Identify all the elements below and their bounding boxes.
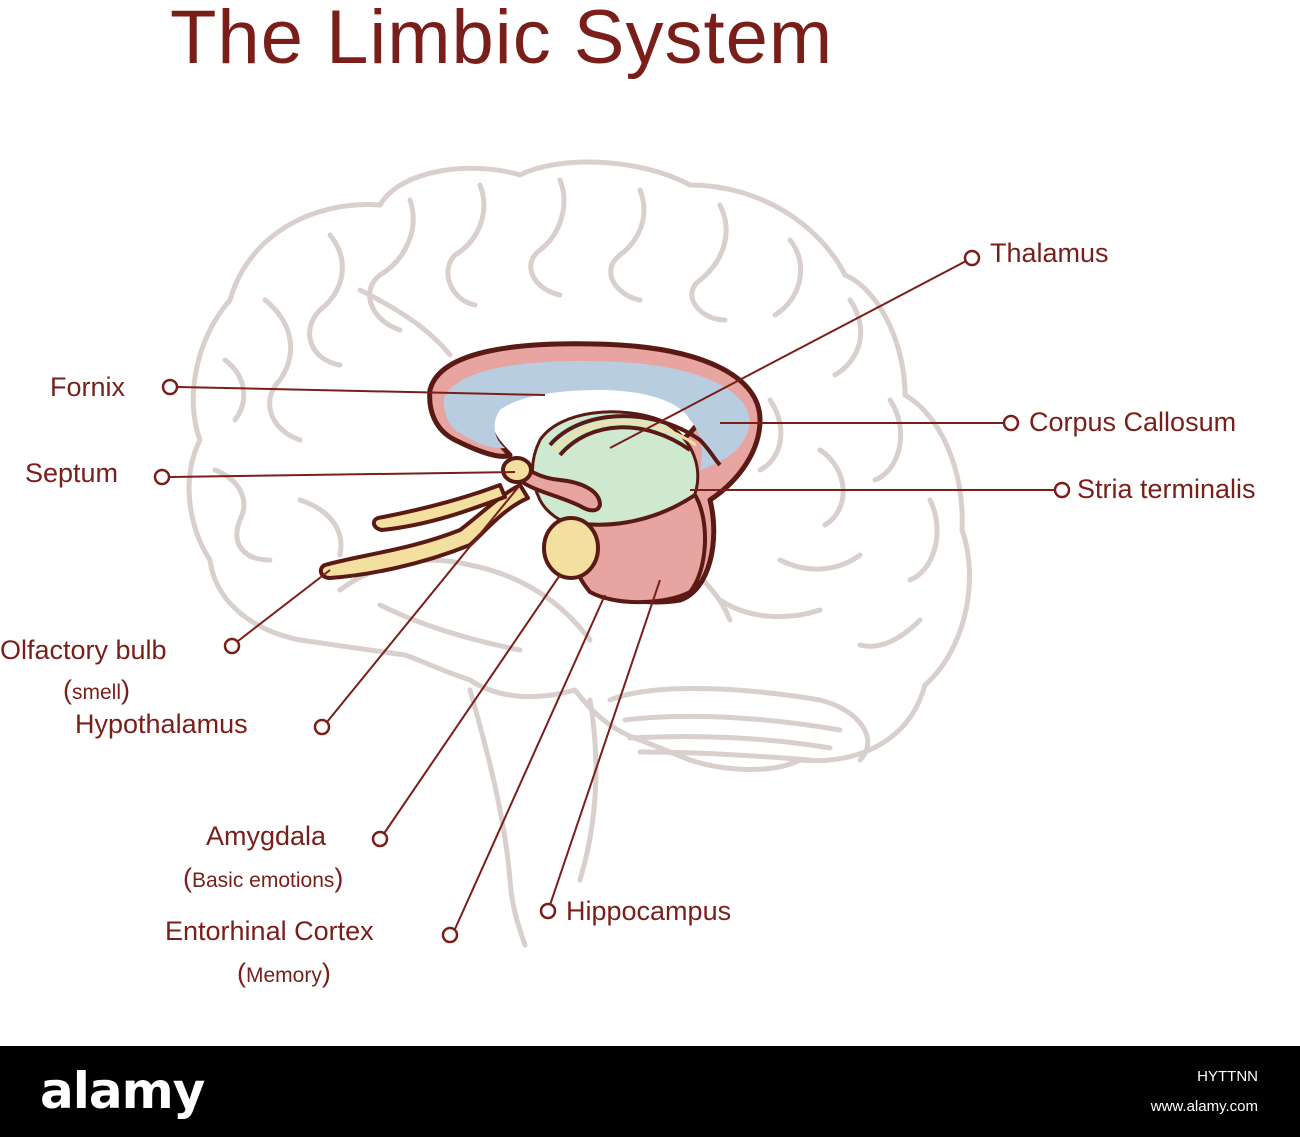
marker-hypothalamus [313, 718, 331, 736]
marker-fornix [161, 378, 179, 396]
label-markers [153, 249, 1071, 944]
stria-fibers [553, 420, 697, 451]
leader-fornix [177, 386, 546, 396]
label-entorhinal-cortex-note: (Memory) [237, 958, 331, 988]
label-septum: Septum [25, 458, 119, 488]
footer-url: www.alamy.com [1150, 1098, 1258, 1115]
leader-hypothalamus [326, 484, 521, 723]
leader-olfactory-bulb [237, 569, 331, 642]
leader-entorhinal-cortex [454, 594, 606, 930]
alamy-logo: alamy [40, 1062, 205, 1120]
label-fornix: Fornix [50, 372, 126, 402]
page-title: The Limbic System [170, 0, 834, 80]
hippocampus-shape [557, 492, 708, 605]
marker-septum [153, 468, 171, 486]
label-entorhinal-cortex: Entorhinal Cortex [165, 916, 374, 946]
leader-amygdala [382, 574, 561, 836]
label-amygdala: Amygdala [206, 821, 327, 851]
marker-entorhinal-cortex [441, 926, 459, 944]
label-olfactory-bulb-note: (smell) [63, 675, 131, 705]
limbic-system-diagram [153, 159, 1071, 948]
label-stria-terminalis: Stria terminalis [1077, 474, 1256, 504]
note-smell: smell [72, 681, 122, 704]
marker-olfactory-bulb [223, 637, 241, 655]
marker-stria-terminalis [1053, 481, 1071, 499]
olfactory-tract [318, 456, 533, 580]
note-memory: Memory [246, 964, 322, 987]
image-id: HYTTNN [1197, 1068, 1258, 1085]
footer-bar: alamy HYTTNN www.alamy.com [0, 1046, 1300, 1137]
label-hypothalamus: Hypothalamus [75, 709, 248, 739]
septum-shape [518, 458, 603, 513]
leader-hippocampus [549, 579, 661, 906]
label-amygdala-note: (Basic emotions) [183, 863, 344, 893]
leader-thalamus [609, 259, 969, 449]
leader-lines [169, 259, 1055, 930]
ventricle-shape [443, 360, 750, 470]
label-hippocampus: Hippocampus [566, 896, 732, 926]
label-olfactory-bulb: Olfactory bulb [0, 635, 167, 665]
marker-hippocampus [539, 902, 557, 920]
marker-corpus-callosum [1002, 414, 1020, 432]
label-corpus-callosum: Corpus Callosum [1029, 407, 1237, 437]
marker-thalamus [963, 249, 981, 267]
marker-amygdala [371, 830, 389, 848]
amygdala-shape [542, 516, 600, 580]
note-basic-emotions: Basic emotions [192, 869, 335, 892]
leader-septum [169, 471, 516, 478]
label-thalamus: Thalamus [990, 238, 1109, 268]
fornix-fibers [548, 414, 722, 467]
